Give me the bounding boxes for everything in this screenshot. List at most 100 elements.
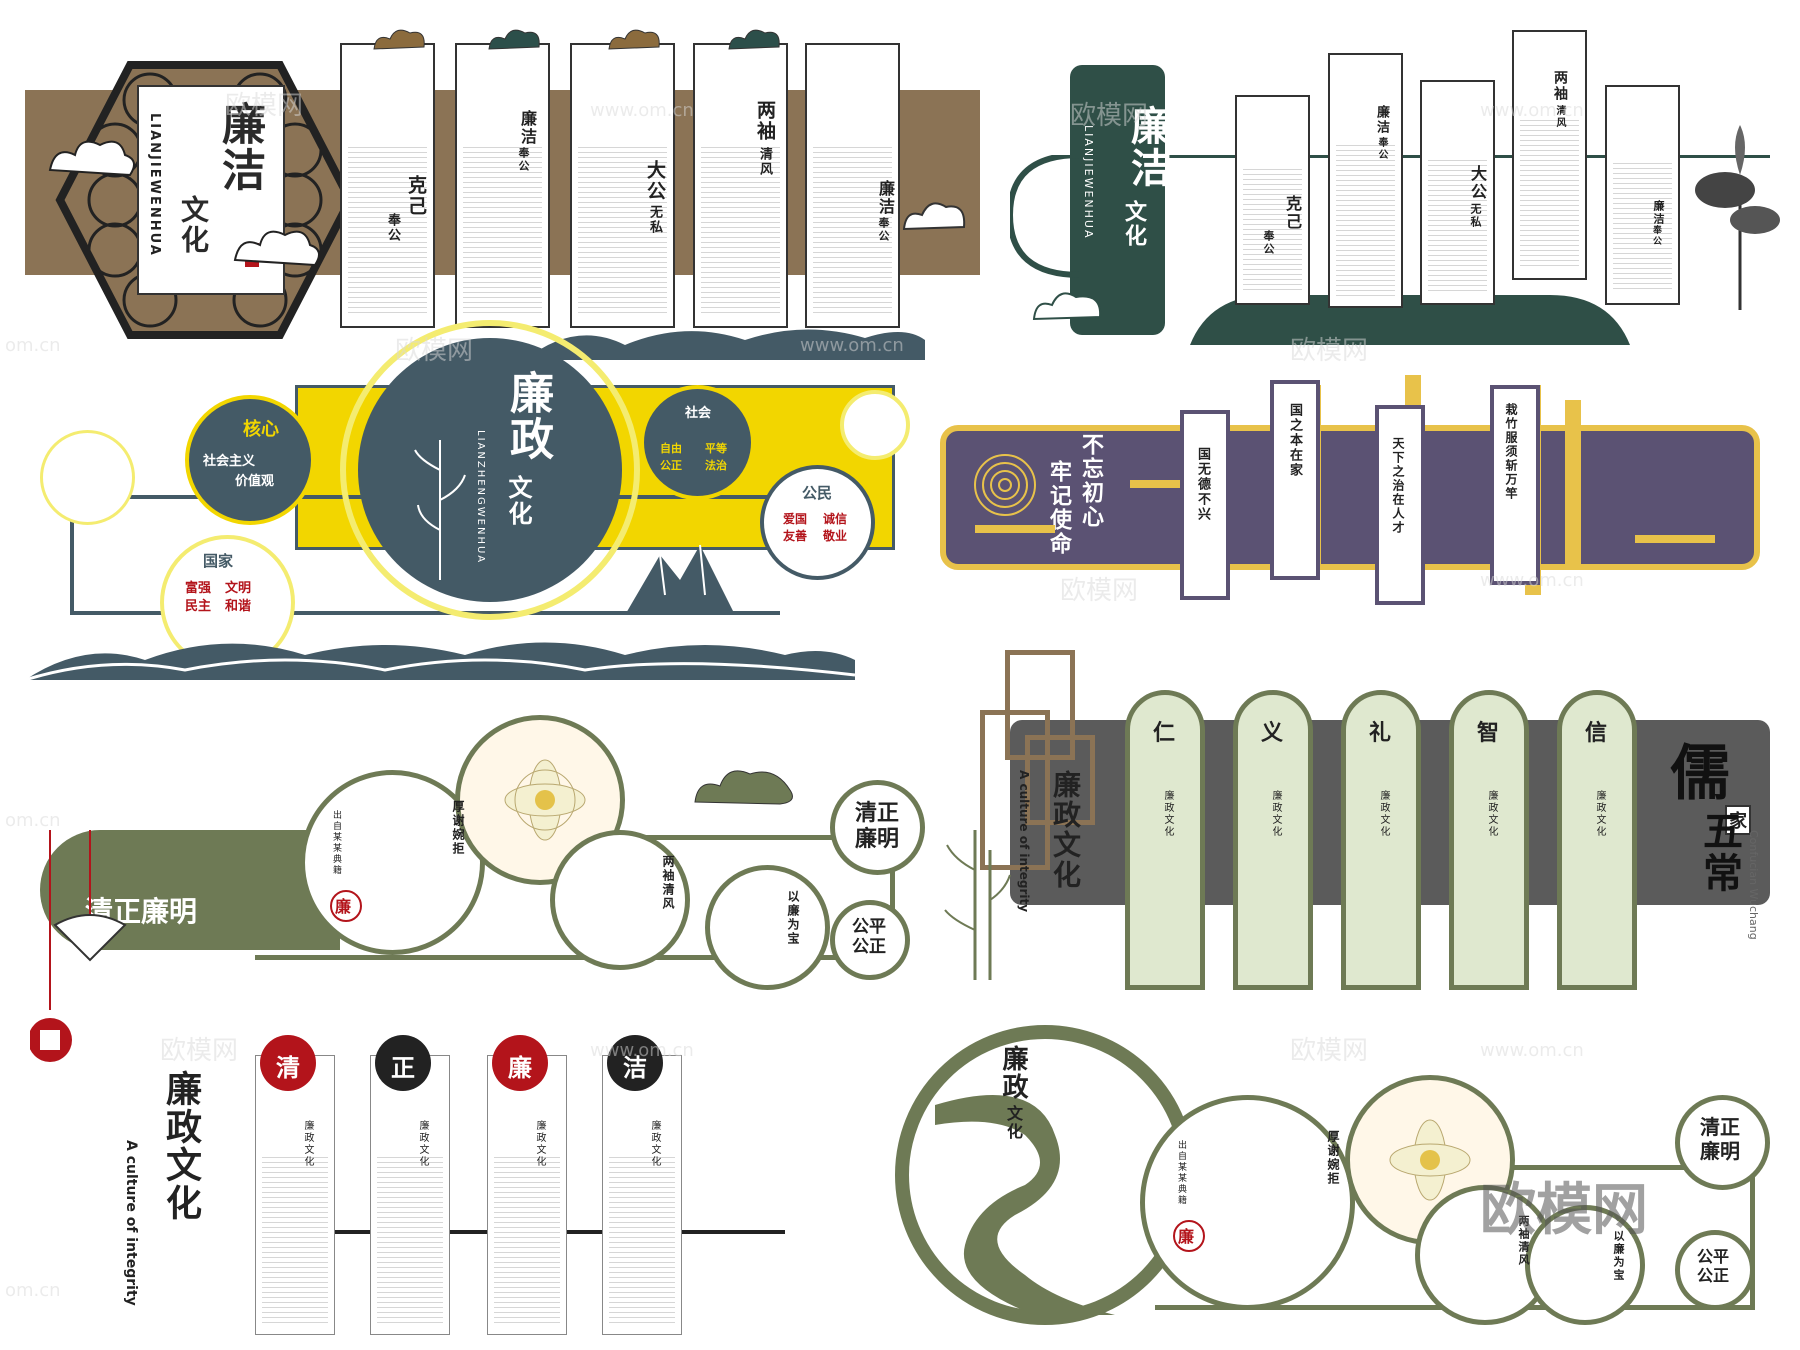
panel-2 (455, 43, 550, 328)
society-item-3: 公正 (660, 459, 682, 472)
gold-pillar (1565, 400, 1581, 570)
board7-title: 廉政文化 (160, 1070, 202, 1222)
board8-title-main: 廉政 (998, 1045, 1028, 1101)
panel-4 (1512, 30, 1587, 280)
mid-circle (550, 830, 690, 970)
virtue-panel-1 (1125, 690, 1205, 990)
panel-1-small: 奉公 (385, 213, 400, 243)
panel-3 (487, 1055, 567, 1335)
board7-title-en: A culture of integrity (123, 1140, 139, 1306)
panel-1-big: 克己 (405, 175, 427, 217)
panel-2 (370, 1055, 450, 1335)
badge-bottom-circle (1675, 1230, 1755, 1310)
bamboo-icon (944, 830, 1011, 980)
panel-3-big: 大公 (1468, 165, 1487, 201)
board2-title-sub: 文化 (1121, 200, 1147, 248)
cloud-ornament-icon (694, 770, 793, 805)
virtue-3: 礼 (1369, 720, 1392, 746)
mountain-wave-top (525, 329, 925, 360)
citizen-item-1: 爱国 (783, 512, 808, 526)
badge-bottom: 公平公正 (852, 917, 886, 957)
circle-title-3: 以廉为宝 (786, 890, 800, 946)
panel-3 (1420, 80, 1495, 305)
purple-band (940, 425, 1760, 570)
core-values-disc (185, 395, 315, 525)
panel-5 (805, 43, 900, 328)
panel-5-small: 奉公 (1651, 225, 1661, 247)
panel-4-small: 清风 (757, 147, 772, 177)
virtue-panel-4 (1449, 690, 1529, 990)
panel-4 (1490, 385, 1540, 585)
citizen-item-4: 敬业 (823, 529, 848, 543)
board-qingzheng: 清正廉明 清正廉明 公平公正 出自某某典籍 廉 厚谢婉拒 两袖清风 以廉为宝 (30, 700, 950, 1062)
virtue-panel-2 (1233, 690, 1313, 990)
panel-3 (570, 43, 675, 328)
panel-5 (1605, 85, 1680, 305)
virtue-2: 义 (1261, 720, 1284, 746)
badge-bottom: 公平公正 (1697, 1247, 1730, 1285)
cloud-ornament-icon (608, 29, 660, 50)
outer-yellow-ring (340, 320, 640, 620)
slogan-col2: 牢记使命 (1046, 460, 1072, 556)
frame-square (1005, 650, 1075, 760)
board-qingzhenglianjie: 廉政文化 A culture of integrity 清 正 廉 洁 廉政文化… (105, 1030, 805, 1340)
virtue-sub-3: 廉政文化 (1378, 790, 1389, 838)
panel-sub-4: 廉政文化 (649, 1120, 660, 1168)
panel-2 (1328, 53, 1403, 308)
green-title-slab (1070, 65, 1165, 335)
circle-title-3: 以廉为宝 (1612, 1230, 1625, 1282)
badge-top-circle (1675, 1095, 1770, 1190)
virtue-sub-2: 廉政文化 (1270, 790, 1281, 838)
citizen-label: 公民 (802, 484, 833, 502)
right-yellow-ring (840, 390, 910, 460)
cloud-ornament-icon (728, 29, 780, 50)
right-family: 家 (1725, 805, 1751, 835)
panel-2-small: 奉公 (1376, 137, 1387, 161)
panel-sub-2: 廉政文化 (417, 1120, 428, 1168)
slogan-col1: 不忘初心 (1078, 433, 1104, 529)
left-yellow-ring (40, 430, 135, 525)
panel-2-text: 国之本在家 (1287, 403, 1302, 478)
nation-item-1: 富强 (185, 581, 212, 596)
disc-4-text: 洁 (623, 1053, 647, 1082)
board8-title-sub: 文化 (1004, 1105, 1023, 1141)
virtue-sub-4: 廉政文化 (1486, 790, 1497, 838)
nation-item-4: 和谐 (225, 599, 252, 614)
mountain-wave-bottom (25, 642, 855, 680)
panel-5-big: 廉洁 (876, 180, 895, 216)
board1-pinyin: LIANJIEWENHUA (147, 113, 162, 257)
board1-title-sub: 文化 (177, 195, 210, 255)
panel-2-small: 奉公 (517, 147, 530, 173)
panel-2 (1270, 380, 1320, 580)
virtue-5: 信 (1585, 720, 1608, 746)
cloud-ornament-icon (48, 140, 135, 177)
society-label: 社会 (685, 406, 712, 421)
society-item-1: 自由 (660, 442, 682, 455)
virtue-panel-3 (1341, 690, 1421, 990)
cloud-ornament-icon (233, 230, 320, 267)
panel-1 (1235, 95, 1310, 305)
panel-1-small: 奉公 (1262, 230, 1275, 256)
virtue-4: 智 (1477, 720, 1500, 746)
core-line2: 价值观 (235, 474, 275, 489)
frame-square (1025, 735, 1095, 825)
citizen-disc (760, 465, 875, 580)
panel-3 (1375, 405, 1425, 605)
hanging-fan-icon (30, 830, 127, 1062)
small-circle (705, 865, 830, 990)
cloud-ornament-icon (373, 29, 425, 50)
core-line1: 社会主义 (203, 454, 256, 469)
circle-title-2: 两袖清风 (661, 855, 675, 911)
frame-square (980, 710, 1050, 870)
panel-4 (602, 1055, 682, 1335)
nation-item-2: 文明 (225, 581, 252, 596)
panel-4-big: 两袖 (754, 100, 776, 142)
citizen-item-2: 诚信 (823, 512, 848, 526)
society-item-4: 法治 (705, 459, 727, 472)
seal-circle (330, 890, 362, 922)
disc-4 (607, 1035, 663, 1091)
board-lianjie-brown: 廉洁 文化 LIANJIEWENHUA 克己 奉公 廉洁 奉公 大公 无私 两袖… (25, 29, 985, 355)
board-purple-mission: 不忘初心 牢记使命 国无德不兴 国之本在家 天下之治在人才 栽竹服须斩万竿 (935, 375, 1765, 615)
panel-2-big: 廉洁 (1374, 105, 1389, 135)
seal-circle (1173, 1220, 1205, 1252)
